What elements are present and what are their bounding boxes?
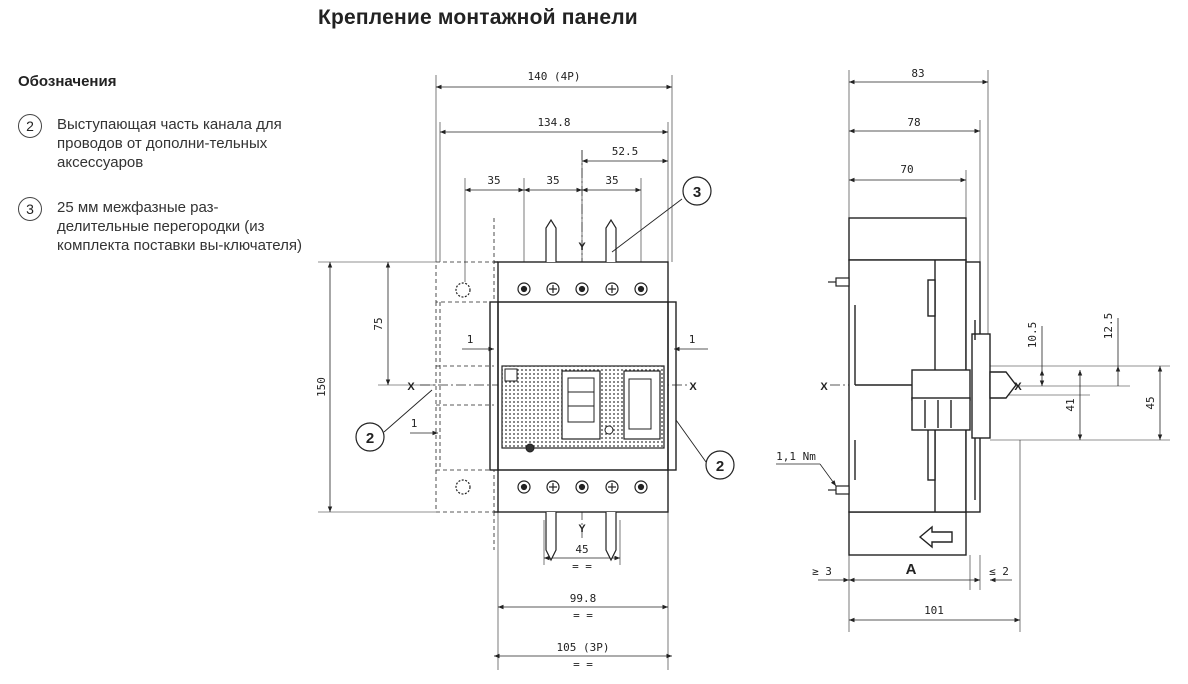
mounting-screws (828, 277, 850, 495)
axis-y-label: Y (578, 523, 586, 535)
duct-outline (435, 218, 495, 550)
front-view (318, 75, 735, 670)
legend-number: 3 (18, 197, 42, 221)
label-a: A (906, 561, 917, 578)
dim-ge3: ≥ 3 (812, 565, 832, 578)
dim-width-4p: 140 (4P) (528, 70, 581, 83)
dim-gap-lower: 1 (411, 417, 418, 430)
legend-text: Выступающая часть канала для проводов от… (57, 116, 282, 171)
callout-circles (355, 176, 735, 480)
dim-45: 45 (1144, 396, 1157, 409)
dim-41: 41 (1064, 398, 1077, 411)
side-view-labels: 83 78 70 10.5 12.5 41 45 ≥ 3 ≤ 2 A 101 1… (776, 67, 1157, 617)
dim-depth-70: 70 (900, 163, 913, 176)
dim-pitch: 35 (546, 174, 559, 187)
dim-12-5: 12.5 (1102, 313, 1115, 340)
legend-text: 25 мм межфазные раз-делительные перегоро… (57, 199, 303, 254)
arrow-icon (918, 525, 953, 549)
axis-x-label: X (820, 381, 828, 393)
legend-item: 2 Выступающая часть канала для проводов … (18, 114, 303, 172)
dim-bottom-45-eq: = = (572, 560, 592, 573)
dim-gap-left: 1 (467, 333, 474, 346)
dim-width-3p: 105 (3P) (557, 641, 610, 654)
dim-depth-83: 83 (911, 67, 924, 80)
terminal-screws (455, 282, 648, 495)
dim-width-134: 134.8 (537, 116, 570, 129)
front-view-labels: 140 (4P) 134.8 52.5 35 35 35 150 75 1 1 … (315, 70, 724, 671)
dim-height-150: 150 (315, 377, 328, 397)
dim-bottom-45: 45 (575, 543, 588, 556)
legend-heading: Обозначения (18, 73, 117, 90)
dim-le2: ≤ 2 (989, 565, 1009, 578)
torque-label: 1,1 Nm (776, 450, 816, 463)
operating-panel (501, 365, 665, 453)
dim-10-5: 10.5 (1026, 322, 1039, 349)
dim-depth-101: 101 (924, 604, 944, 617)
side-dimension-lines (776, 79, 1163, 623)
side-body (848, 217, 1017, 556)
dimension-lines (327, 84, 708, 659)
callout-number: 2 (716, 458, 724, 475)
dim-width-3p-eq: = = (573, 658, 593, 671)
legend-item: 3 25 мм межфазные раз-делительные перего… (18, 197, 303, 255)
dim-height-75: 75 (372, 317, 385, 330)
dim-gap-right: 1 (689, 333, 696, 346)
dim-offset-52: 52.5 (612, 145, 639, 158)
callout-number: 2 (366, 430, 374, 447)
axis-x-label: X (1014, 381, 1022, 393)
axis-y-label: Y (578, 241, 586, 253)
axis-x-label: X (407, 381, 415, 393)
axis-x-label: X (689, 381, 697, 393)
side-view (776, 70, 1170, 632)
phase-partitions (545, 218, 617, 562)
page-title: Крепление монтажной панели (318, 6, 638, 29)
dim-width-99-eq: = = (573, 609, 593, 622)
dim-depth-78: 78 (907, 116, 920, 129)
dim-width-99: 99.8 (570, 592, 597, 605)
dim-pitch: 35 (487, 174, 500, 187)
callout-number: 3 (693, 184, 701, 201)
dim-pitch: 35 (605, 174, 618, 187)
legend-number: 2 (18, 114, 42, 138)
callout-leaders (383, 198, 707, 463)
